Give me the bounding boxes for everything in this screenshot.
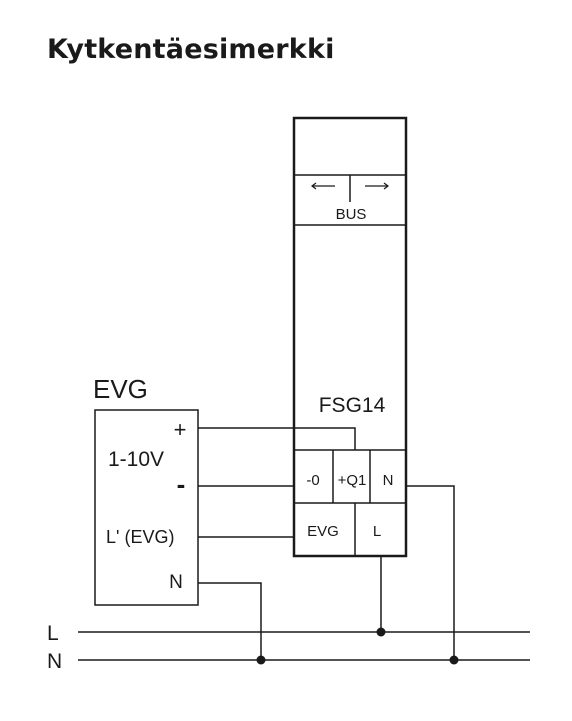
junction-dot-l: [376, 627, 386, 637]
device-name: FSG14: [319, 394, 386, 417]
ballast-l-evg: L' (EVG): [106, 527, 174, 547]
arrow-right-icon: [365, 182, 389, 190]
terminal-minus0: -0: [306, 472, 319, 489]
ballast-voltage: 1-10V: [108, 448, 164, 471]
wire-plus-to-q1: [198, 427, 356, 450]
bus-label: BUS: [336, 206, 367, 223]
ballast-minus: -: [177, 469, 186, 499]
ballast-n: N: [169, 572, 183, 593]
terminal-l: L: [373, 523, 381, 540]
terminal-evg: EVG: [307, 523, 339, 540]
arrow-left-icon: [311, 182, 335, 190]
page-title: Kytkentäesimerkki: [47, 34, 335, 65]
terminal-n: N: [383, 472, 394, 489]
wire-device-n-to-mains: [406, 485, 455, 660]
mains-l-label: L: [47, 622, 59, 645]
ballast-plus: +: [174, 417, 187, 442]
junction-dot-n-ballast: [256, 655, 266, 665]
ballast-name: EVG: [93, 374, 148, 404]
wire-ballast-n-to-mains: [198, 582, 262, 660]
junction-dot-n-device: [449, 655, 459, 665]
fsg14-housing: [292, 116, 408, 558]
ballast-housing: [94, 409, 199, 606]
terminal-plusq1: +Q1: [338, 472, 367, 489]
mains-n-label: N: [47, 650, 62, 673]
